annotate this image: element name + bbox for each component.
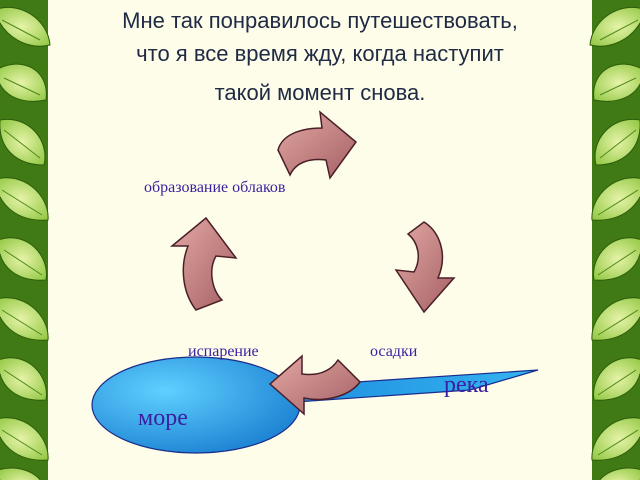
sea-shape (91, 356, 301, 454)
arrow-evaporation-to-clouds (169, 216, 238, 311)
arrow-clouds-to-precipitation (277, 110, 358, 180)
slide-title: Мне так понравилось путешествовать, что … (50, 4, 590, 109)
label-evaporation: испарение (188, 343, 259, 360)
right-border (589, 0, 640, 480)
left-border (0, 0, 51, 480)
label-sea: море (138, 405, 188, 431)
label-clouds: образование облаков (144, 179, 286, 196)
label-precipitation: осадки (370, 343, 418, 360)
title-line: такой момент снова. (214, 80, 426, 105)
label-river: река (444, 372, 489, 398)
arrow-precipitation-to-sea (268, 354, 361, 416)
title-line: Мне так понравилось путешествовать, (122, 8, 518, 33)
title-line: что я все время жду, когда наступит (136, 41, 504, 66)
arrow-to-precipitation (394, 221, 456, 314)
